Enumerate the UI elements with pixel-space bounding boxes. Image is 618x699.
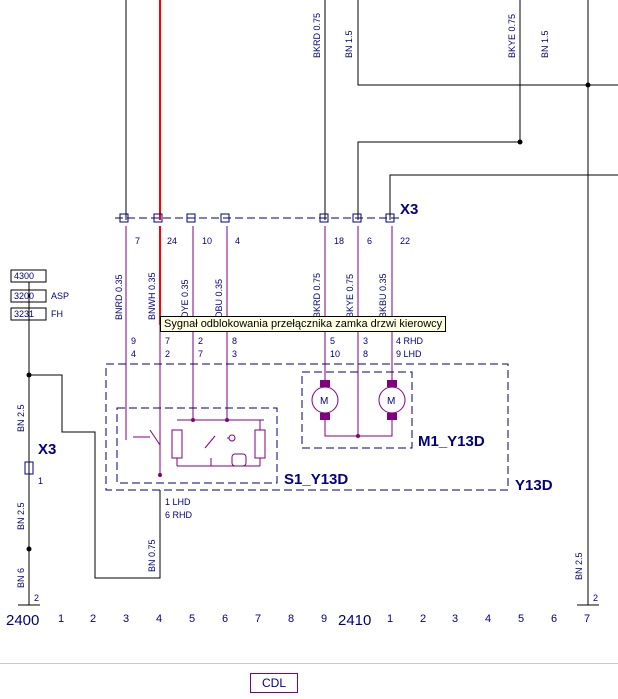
s1-bottom-rhd: 6 RHD bbox=[165, 510, 193, 520]
junction-dot bbox=[517, 139, 523, 145]
label-bn15-top-a: BN 1.5 bbox=[344, 30, 354, 58]
motor-left: M bbox=[311, 380, 339, 420]
axis-num: 7 bbox=[255, 613, 261, 625]
axis-num: 7 bbox=[584, 613, 590, 625]
axis-num: 6 bbox=[551, 613, 557, 625]
m1-pin: 8 bbox=[363, 349, 368, 359]
s1-pin-top: 7 bbox=[165, 336, 170, 346]
m1-pin: 4 RHD bbox=[396, 336, 424, 346]
axis-num: 3 bbox=[123, 613, 129, 625]
m1-box bbox=[301, 371, 413, 449]
m1-pin: 5 bbox=[330, 336, 335, 346]
x3-pin: 6 bbox=[367, 236, 372, 246]
ref-box-text: 3200 bbox=[14, 291, 34, 301]
axis-num: 3 bbox=[452, 613, 458, 625]
junction-dot bbox=[26, 372, 32, 378]
axis-num: 8 bbox=[288, 613, 294, 625]
motor-right-label: M bbox=[387, 396, 395, 407]
ground-left-num: 2 bbox=[34, 593, 39, 603]
axis-num: 4 bbox=[156, 613, 162, 625]
wire-top-bus-1 bbox=[357, 0, 618, 86]
wire-tooltip: Sygnał odblokowania przełącznika zamka d… bbox=[160, 316, 447, 332]
junction-dot bbox=[585, 82, 591, 88]
s1-junction bbox=[158, 473, 162, 477]
label-bn25-left-a: BN 2.5 bbox=[16, 404, 26, 432]
wire-bn075 bbox=[29, 374, 161, 579]
x3-pin: 22 bbox=[400, 236, 410, 246]
s1-pin-bot: 7 bbox=[198, 349, 203, 359]
s1-bottom-lhd: 1 LHD bbox=[165, 497, 191, 507]
label-wire-mid: BNRD 0.35 bbox=[114, 274, 124, 320]
axis-num: 2 bbox=[420, 613, 426, 625]
s1-pin-top: 9 bbox=[131, 336, 136, 346]
footer-divider bbox=[0, 663, 618, 664]
s1-junction bbox=[191, 418, 195, 422]
ref-box-text: 4300 bbox=[14, 271, 34, 281]
m1-label: M1_Y13D bbox=[418, 433, 485, 450]
axis-num: 4 bbox=[485, 613, 491, 625]
label-bn25-right: BN 2.5 bbox=[574, 552, 584, 580]
wire-top-bus-2 bbox=[357, 0, 521, 220]
s1-pin-bot: 3 bbox=[232, 349, 237, 359]
label-wire-mid: BNWH 0.35 bbox=[147, 272, 157, 320]
x3-pin: 4 bbox=[235, 236, 240, 246]
x3-pin: 7 bbox=[135, 236, 140, 246]
s1-switch-internals bbox=[125, 408, 266, 475]
motor-right: M bbox=[378, 380, 406, 420]
label-bn25-left-b: BN 2.5 bbox=[16, 502, 26, 530]
ref-box-tag: ASP bbox=[51, 291, 69, 301]
motor-junction bbox=[356, 434, 360, 438]
label-wire-mid: DYE 0.35 bbox=[180, 279, 190, 318]
x3-left-pin bbox=[24, 461, 34, 475]
x3-pin-markers bbox=[119, 213, 395, 223]
x3-pin: 18 bbox=[334, 236, 344, 246]
ground-right-num: 2 bbox=[593, 593, 598, 603]
label-wire-mid: BKRD 0.75 bbox=[312, 273, 322, 318]
tab-cdl[interactable]: CDL bbox=[250, 673, 298, 693]
axis-start-2400: 2400 bbox=[6, 612, 39, 629]
motor-left-label: M bbox=[320, 396, 328, 407]
junction-dot bbox=[26, 546, 32, 552]
m1-pin: 3 bbox=[363, 336, 368, 346]
axis-num: 9 bbox=[321, 613, 327, 625]
label-bkye075-top: BKYE 0.75 bbox=[507, 14, 517, 58]
x3-pin: 10 bbox=[202, 236, 212, 246]
s1-label: S1_Y13D bbox=[284, 471, 348, 488]
label-bn6-left: BN 6 bbox=[16, 568, 26, 588]
s1-pin-top: 2 bbox=[198, 336, 203, 346]
x3-pin: 24 bbox=[167, 236, 177, 246]
wire-top-bus-3 bbox=[389, 174, 618, 220]
axis-num: 2 bbox=[90, 613, 96, 625]
label-bn15-top-b: BN 1.5 bbox=[540, 30, 550, 58]
axis-num: 5 bbox=[189, 613, 195, 625]
label-wire-mid: BKBU 0.35 bbox=[378, 273, 388, 318]
axis-num: 5 bbox=[518, 613, 524, 625]
label-wire-mid: BKYE 0.75 bbox=[345, 274, 355, 318]
label-bn075: BN 0.75 bbox=[147, 539, 157, 572]
s1-box bbox=[116, 407, 278, 484]
x3-left-pin-num: 1 bbox=[38, 476, 43, 486]
y13d-label: Y13D bbox=[515, 477, 553, 494]
x3-label: X3 bbox=[400, 201, 418, 218]
label-wire-mid: DBU 0.35 bbox=[214, 279, 224, 318]
m1-pin: 9 LHD bbox=[396, 349, 422, 359]
s1-pin-bot: 4 bbox=[131, 349, 136, 359]
ref-box-tag: FH bbox=[51, 309, 63, 319]
axis-num: 1 bbox=[58, 613, 64, 625]
axis-num: 6 bbox=[222, 613, 228, 625]
m1-pin: 10 bbox=[330, 349, 340, 359]
s1-junction bbox=[225, 418, 229, 422]
label-bkrd075-top: BKRD 0.75 bbox=[312, 13, 322, 58]
s1-pin-top: 8 bbox=[232, 336, 237, 346]
s1-pin-bot: 2 bbox=[165, 349, 170, 359]
axis-num: 1 bbox=[387, 613, 393, 625]
axis-start-2410: 2410 bbox=[338, 612, 371, 629]
x3-left-label: X3 bbox=[38, 441, 56, 458]
ref-box-text: 3231 bbox=[14, 309, 34, 319]
